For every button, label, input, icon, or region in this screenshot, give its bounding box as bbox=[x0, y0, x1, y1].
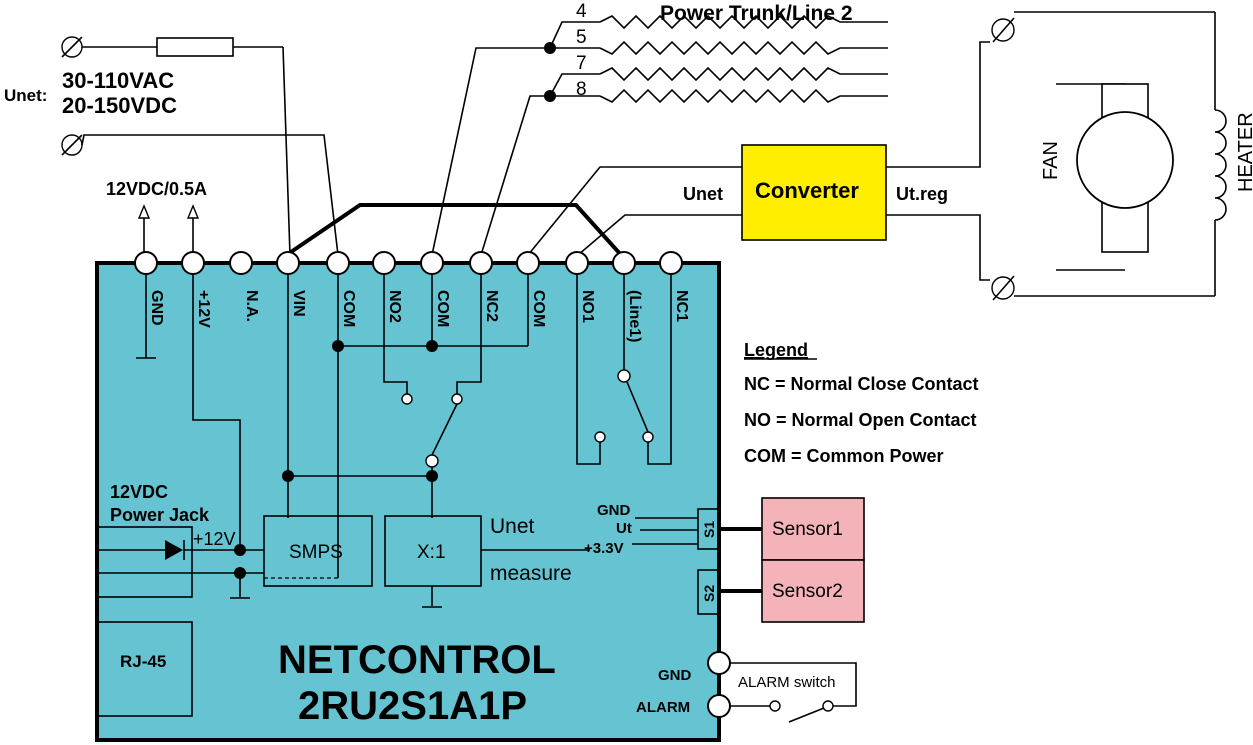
terminal-label-12v: +12V bbox=[195, 290, 212, 328]
supply-prefix: Unet: bbox=[4, 86, 47, 105]
terminal-label-com-1: COM bbox=[340, 290, 357, 327]
sensor-3v3-label: +3.3V bbox=[584, 540, 624, 557]
sensor2-box bbox=[761, 559, 865, 623]
board-name: NETCONTROL bbox=[278, 638, 556, 682]
board-model: 2RU2S1A1P bbox=[298, 684, 527, 728]
trunk-pin-4: 4 bbox=[576, 1, 587, 22]
terminal-alarm-gnd[interactable] bbox=[707, 651, 731, 675]
rj45-label: RJ-45 bbox=[120, 652, 166, 671]
alarm-circuit: GND ALARM ALARM switch bbox=[636, 651, 857, 723]
line1-bridge bbox=[286, 203, 624, 258]
terminal-12v[interactable] bbox=[181, 251, 205, 275]
terminal-label-com-2: COM bbox=[434, 290, 451, 327]
alarm-label: ALARM bbox=[636, 699, 690, 716]
aux-output-label: 12VDC/0.5A bbox=[106, 179, 207, 199]
trunk-pin-7: 7 bbox=[576, 53, 587, 74]
measure-label-2: measure bbox=[490, 562, 572, 585]
measure-label-1: Unet bbox=[490, 515, 535, 538]
terminal-nc1[interactable] bbox=[659, 251, 683, 275]
netcontrol-board bbox=[95, 261, 721, 742]
power-jack: 12VDC Power Jack +12V bbox=[96, 482, 264, 599]
trunk-pin-5: 5 bbox=[576, 27, 587, 48]
supply-dc-range: 20-150VDC bbox=[62, 93, 177, 118]
legend: Legend NC = Normal Close Contact NO = No… bbox=[744, 340, 979, 466]
terminal-label-nc1: NC1 bbox=[673, 290, 690, 322]
terminal-strip: GND +12V N.A. VIN COM NO2 COM NC2 COM NO… bbox=[134, 251, 690, 342]
terminal-label-no2: NO2 bbox=[386, 290, 403, 323]
terminal-alarm[interactable] bbox=[707, 694, 731, 718]
terminal-com-3[interactable] bbox=[516, 251, 540, 275]
terminal-no2[interactable] bbox=[372, 251, 396, 275]
converter-block: Converter Unet Ut.reg bbox=[527, 41, 990, 281]
power-jack-label-2: Power Jack bbox=[110, 505, 210, 525]
terminal-label-vin: VIN bbox=[290, 290, 307, 317]
converter-label: Converter bbox=[755, 178, 859, 203]
terminal-com-2[interactable] bbox=[420, 251, 444, 275]
rj45-port: RJ-45 bbox=[96, 621, 193, 717]
supply-ac-range: 30-110VAC bbox=[62, 68, 174, 93]
fuse-symbol bbox=[156, 37, 234, 57]
heater-label: HEATER bbox=[1235, 112, 1253, 192]
terminal-line1[interactable] bbox=[612, 251, 636, 275]
jack-voltage-label: +12V bbox=[193, 529, 236, 549]
fan-motor-symbol bbox=[1076, 111, 1174, 209]
converter-box bbox=[741, 144, 887, 241]
sensor-gnd-label: GND bbox=[597, 502, 631, 519]
loads: FAN HEATER bbox=[991, 11, 1253, 301]
legend-line-no: NO = Normal Open Contact bbox=[744, 410, 977, 430]
alarm-gnd-label: GND bbox=[658, 667, 692, 684]
terminal-no1[interactable] bbox=[565, 251, 589, 275]
sensors: Sensor1 Sensor2 bbox=[761, 497, 865, 623]
converter-out-label: Ut.reg bbox=[896, 184, 948, 204]
legend-line-nc: NC = Normal Close Contact bbox=[744, 374, 979, 394]
terminal-label-com-3: COM bbox=[530, 290, 547, 327]
terminal-vin[interactable] bbox=[276, 251, 300, 275]
terminal-com-1[interactable] bbox=[326, 251, 350, 275]
power-trunk-title: Power Trunk/Line 2 bbox=[660, 2, 853, 25]
smps-label: SMPS bbox=[289, 542, 343, 563]
sensor2-label: Sensor2 bbox=[772, 581, 843, 602]
trunk-pin-8: 8 bbox=[576, 79, 587, 100]
legend-line-com: COM = Common Power bbox=[744, 446, 944, 466]
power-jack-label-1: 12VDC bbox=[110, 482, 168, 502]
terminal-label-gnd: GND bbox=[148, 290, 165, 326]
divider-label: X:1 bbox=[417, 542, 446, 563]
measure-block: X:1 Unet measure bbox=[384, 515, 590, 608]
terminal-label-na: N.A. bbox=[243, 290, 260, 322]
sensor-port-s1-label: S1 bbox=[701, 521, 717, 538]
power-jack-connector bbox=[96, 526, 193, 598]
sensor-ut-label: Ut bbox=[616, 520, 632, 537]
power-trunk: Power Trunk/Line 2 4 5 7 8 bbox=[431, 1, 888, 256]
smps-block: SMPS bbox=[263, 515, 373, 587]
alarm-switch-label: ALARM switch bbox=[738, 674, 836, 691]
sensor1-label: Sensor1 bbox=[772, 519, 843, 540]
sensor-port: GND Ut +3.3V S1 S2 bbox=[584, 502, 762, 615]
legend-title: Legend bbox=[744, 340, 808, 360]
heater-coil-symbol bbox=[1214, 109, 1227, 221]
terminal-gnd[interactable] bbox=[134, 251, 158, 275]
aux-output: 12VDC/0.5A bbox=[106, 179, 207, 254]
converter-in-label: Unet bbox=[683, 184, 723, 204]
fan-label: FAN bbox=[1040, 141, 1062, 180]
diode-symbol bbox=[165, 540, 183, 560]
terminal-na[interactable] bbox=[229, 251, 253, 275]
terminal-label-nc2: NC2 bbox=[483, 290, 500, 322]
supply-input: Unet: 30-110VAC 20-150VDC bbox=[4, 36, 339, 256]
terminal-label-no1: NO1 bbox=[579, 290, 596, 323]
terminal-nc2[interactable] bbox=[469, 251, 493, 275]
sensor-port-s2-label: S2 bbox=[701, 585, 717, 602]
internal-wiring bbox=[136, 274, 672, 578]
terminal-label-line1: (Line1) bbox=[626, 290, 643, 342]
